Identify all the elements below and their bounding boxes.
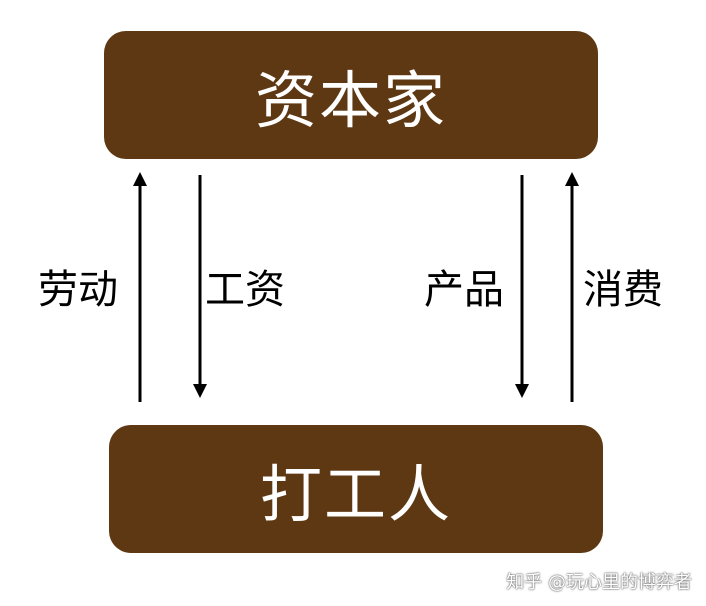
product-label: 产品 bbox=[424, 267, 504, 313]
labor-arrowhead bbox=[133, 172, 147, 186]
worker-label: 打工人 bbox=[259, 458, 452, 531]
consume-arrowhead bbox=[565, 172, 579, 186]
capitalist-label: 资本家 bbox=[254, 64, 447, 137]
capitalist-node: 资本家 bbox=[104, 31, 598, 159]
labor-label: 劳动 bbox=[38, 267, 118, 313]
wage-arrowhead bbox=[193, 384, 207, 398]
wage-label: 工资 bbox=[205, 267, 285, 313]
worker-node: 打工人 bbox=[109, 425, 603, 553]
consume-label: 消费 bbox=[583, 267, 663, 313]
product-arrowhead bbox=[515, 384, 529, 398]
watermark: 知乎 @玩心里的博弈者 bbox=[506, 572, 692, 593]
